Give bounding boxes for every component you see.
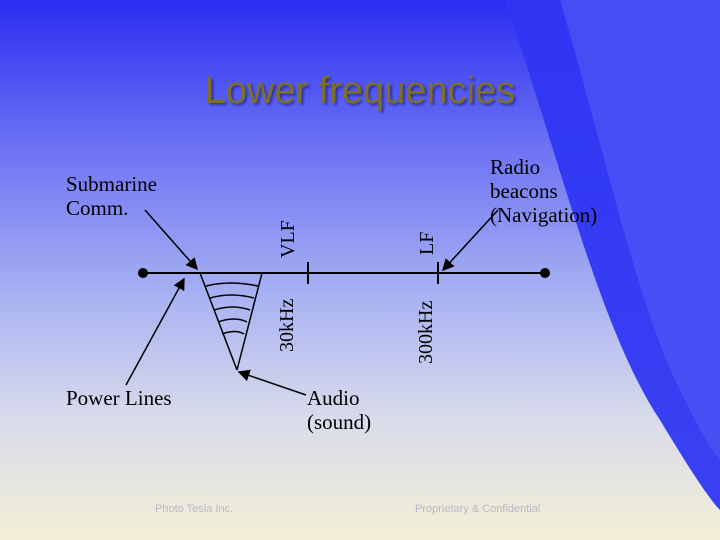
footer-right: Proprietary & Confidential: [415, 503, 541, 515]
axis-start-dot: [138, 268, 148, 278]
tick-label-300khz: 300kHz: [415, 300, 437, 364]
audio-label: Audio (sound): [307, 386, 372, 434]
slide-title: Lower frequencies: [204, 70, 516, 112]
power-lines-arrow: [125, 277, 185, 386]
axis-end-dot: [540, 268, 550, 278]
radio-beacons-arrow: [441, 209, 499, 272]
radio-beacons-label: Radio beacons (Navigation): [490, 155, 598, 227]
audio-cone: [199, 272, 263, 371]
tick-label-30khz: 30kHz: [276, 298, 298, 352]
vlf-band-label: VLF: [277, 220, 299, 258]
submarine-arrow: [144, 209, 198, 271]
lf-band-label: LF: [416, 231, 438, 255]
submarine-comm-label: Submarine Comm.: [66, 172, 157, 220]
footer-left: Photo Tesla Inc.: [155, 503, 234, 515]
audio-arrow: [237, 369, 307, 396]
power-lines-label: Power Lines: [66, 386, 172, 410]
